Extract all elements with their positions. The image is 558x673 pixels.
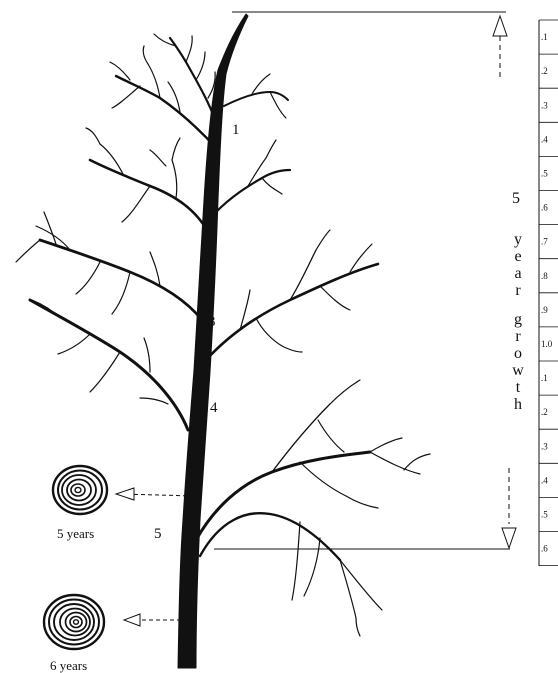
growth-label-char: g	[514, 311, 522, 328]
branch-twig	[340, 560, 382, 610]
ring-5-years-label: 5 years	[57, 526, 94, 541]
scale-label: .3	[541, 100, 548, 110]
arrowhead-down	[502, 528, 516, 548]
branch-twig	[356, 618, 360, 636]
branch-twig	[86, 128, 100, 144]
growth-measure-arrow	[493, 16, 516, 548]
scale-label: .5	[541, 510, 548, 520]
scale-label: .6	[541, 203, 548, 213]
branch-6-right	[200, 513, 340, 560]
branch-3-right	[206, 264, 378, 360]
branch-twig	[196, 52, 205, 80]
branch-twig	[112, 86, 140, 108]
branch-twig	[112, 272, 130, 314]
branch-twig	[140, 398, 168, 404]
scale-label: .2	[541, 407, 548, 417]
growth-label-char: o	[514, 345, 522, 362]
node-number-1: 1	[232, 122, 240, 138]
branch-twig	[300, 462, 346, 496]
branch-twig	[186, 36, 192, 62]
branch-twig	[290, 250, 316, 300]
growth-label-char: y	[514, 231, 522, 248]
branch-twig	[262, 178, 282, 194]
branch-twig	[370, 452, 420, 474]
branch-twig	[252, 74, 270, 94]
branch-twig	[370, 438, 402, 452]
node-number-5: 5	[154, 526, 162, 542]
scale-label: .1	[541, 373, 548, 383]
branch-twig	[36, 226, 70, 250]
growth-label-char: e	[514, 248, 521, 265]
branch-2-right	[216, 170, 290, 212]
branch-twig	[16, 240, 40, 262]
branch-twig	[330, 380, 360, 404]
branch-twig	[256, 318, 282, 346]
growth-label-char: h	[514, 396, 522, 413]
branch-twig	[282, 346, 302, 352]
branch-twig	[316, 230, 330, 250]
arrowhead-up	[493, 16, 507, 36]
scale-label: 1.0	[541, 339, 553, 349]
growth-label-char: w	[512, 362, 524, 379]
branch-upper-right	[224, 92, 288, 106]
branch-twig	[144, 338, 150, 372]
branch-twig	[172, 160, 177, 198]
scale-label: .5	[541, 169, 548, 179]
branch-4-left	[30, 300, 188, 430]
branch-twig	[340, 560, 356, 618]
branch-upper-left	[116, 76, 218, 150]
branch-twig	[143, 46, 148, 64]
growth-label-char: r	[515, 328, 521, 345]
scale-label: .6	[541, 544, 548, 554]
branch-twig	[44, 212, 56, 244]
branch-twig	[150, 150, 166, 166]
branch-twig	[172, 138, 180, 160]
scale-label: .7	[541, 237, 548, 247]
branch-twig	[304, 538, 320, 596]
branch-3-left	[40, 240, 202, 320]
ring-6-years	[44, 595, 104, 649]
scale-label: .1	[541, 32, 548, 42]
tree-drawing	[16, 14, 430, 668]
growth-label-vertical: 5 y e a r g r o w t h	[512, 190, 524, 413]
branch-twig	[346, 496, 378, 508]
branch-twig	[122, 186, 150, 222]
scale-label: .4	[541, 475, 548, 485]
growth-label-char: t	[516, 379, 521, 396]
growth-label-char: a	[514, 265, 521, 282]
scale-label: .3	[541, 441, 548, 451]
scale-label: .4	[541, 134, 548, 144]
scale-ruler: .1 .2 .3 .4 .5 .6 .7 .8 .9 1.0 .1 .2 .3 .4 .5 .6	[539, 20, 558, 566]
node-number-2: 2	[207, 186, 215, 202]
growth-label-char: r	[515, 282, 521, 299]
pointer-arrow-5	[116, 488, 194, 500]
branch-twig	[266, 140, 276, 158]
scale-label: .2	[541, 66, 548, 76]
node-number-4: 4	[210, 400, 218, 416]
branch-twig	[318, 420, 344, 452]
growth-label-number: 5	[512, 190, 520, 207]
branch-twig	[58, 334, 90, 354]
ring-6-years-label: 6 years	[50, 658, 87, 673]
branch-twig	[90, 352, 120, 392]
scale-label: .8	[541, 271, 548, 281]
branch-2-left	[90, 160, 208, 232]
scale-label: .9	[541, 305, 548, 315]
branch-twig	[404, 454, 430, 470]
branch-twig	[292, 522, 300, 600]
ring-5-years	[53, 466, 107, 514]
node-number-3: 3	[208, 314, 216, 330]
branch-twig	[76, 262, 100, 294]
branch-twig	[320, 286, 350, 310]
